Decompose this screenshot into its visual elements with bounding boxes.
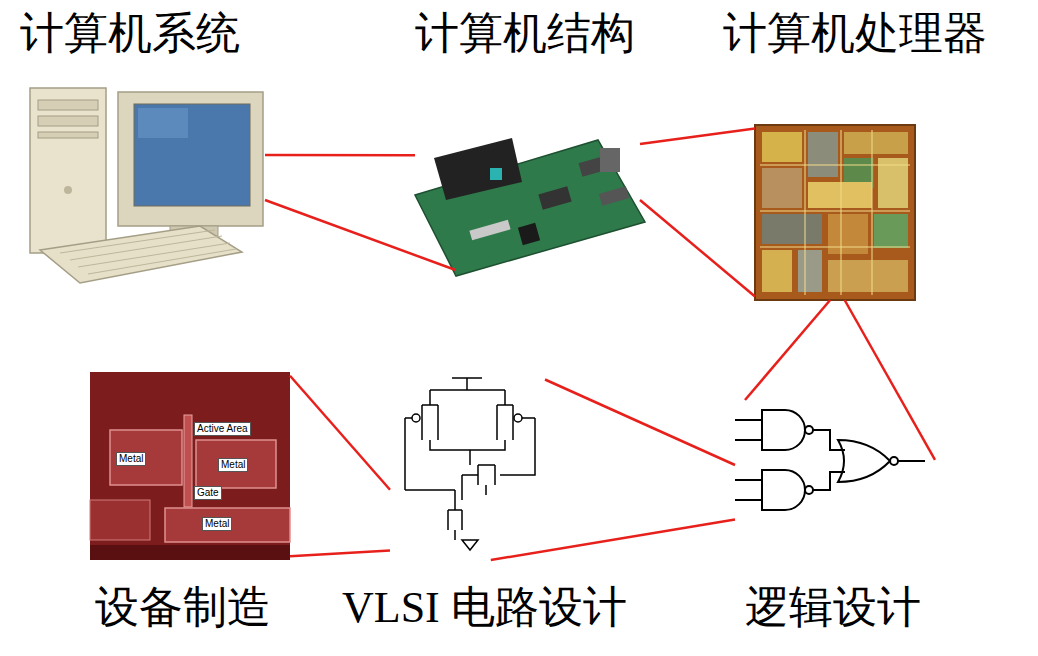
level-title: 逻辑设计	[745, 582, 921, 634]
zoom-line	[491, 520, 735, 560]
part-label: Active Area	[194, 422, 251, 436]
illustration-node: 计算机结构	[415, 130, 640, 270]
zoom-line	[290, 376, 390, 490]
zoom-line	[290, 551, 390, 557]
processor-die-illustration	[755, 125, 915, 300]
illustration-node: VLSI 电路设计	[390, 370, 545, 560]
illustration-node: 逻辑设计	[735, 400, 935, 530]
level-title: 设备制造	[95, 582, 271, 634]
zoom-line	[745, 300, 830, 400]
part-label: Metal	[202, 517, 232, 531]
illustration-node: 设备制造Active AreaMetalMetalGateMetal	[90, 372, 290, 560]
zoom-line	[640, 129, 755, 145]
transistor-circuit-illustration	[405, 378, 535, 550]
level-title: VLSI 电路设计	[342, 582, 627, 634]
device-micrograph-illustration	[90, 372, 290, 560]
zoom-line	[265, 154, 415, 157]
part-label: Metal	[116, 452, 146, 466]
zoom-line	[545, 380, 735, 466]
part-label: Gate	[194, 486, 222, 500]
level-title: 计算机结构	[415, 8, 635, 60]
zoom-line	[845, 300, 935, 460]
computer-illustration	[30, 88, 263, 283]
level-title: 计算机系统	[20, 8, 240, 60]
motherboard-illustration	[415, 138, 645, 276]
logic-gate-illustration	[735, 410, 925, 510]
part-label: Metal	[218, 458, 248, 472]
zoom-line	[265, 200, 456, 270]
level-title: 计算机处理器	[723, 8, 987, 60]
illustration-node: 计算机系统	[25, 80, 265, 280]
illustration-node: 计算机处理器	[755, 125, 915, 300]
zoom-line	[640, 200, 755, 297]
